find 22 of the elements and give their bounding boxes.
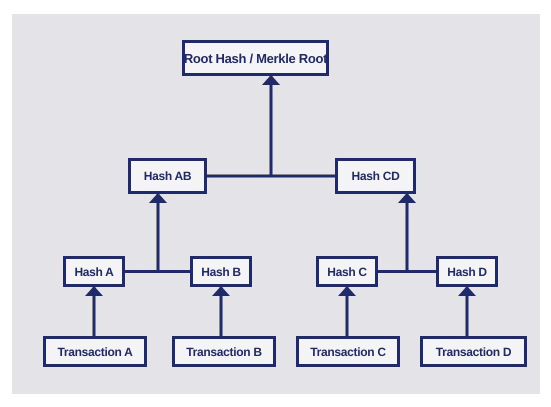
node-label: Hash CD (352, 169, 400, 183)
hash-box (335, 158, 416, 194)
hash-box (316, 256, 378, 287)
hash-box (128, 158, 207, 194)
node-label: Hash D (447, 264, 487, 278)
node-label: Root Hash / Merkle Root (184, 50, 328, 66)
node-label: Transaction A (57, 344, 132, 358)
hash-box (172, 336, 276, 367)
hash-box (420, 336, 527, 367)
hash-box (190, 256, 252, 287)
node-label: Transaction D (436, 344, 512, 358)
hash-box (436, 256, 498, 287)
hash-box (43, 336, 147, 367)
hash-box (182, 40, 329, 76)
node-label: Transaction B (186, 344, 262, 358)
node-label: Hash AB (144, 169, 192, 183)
node-label: Hash B (201, 264, 241, 278)
node-label: Hash C (327, 264, 367, 278)
hash-box (63, 256, 125, 287)
node-label: Transaction C (310, 344, 386, 358)
node-label: Hash A (74, 264, 114, 278)
hash-box (296, 336, 400, 367)
